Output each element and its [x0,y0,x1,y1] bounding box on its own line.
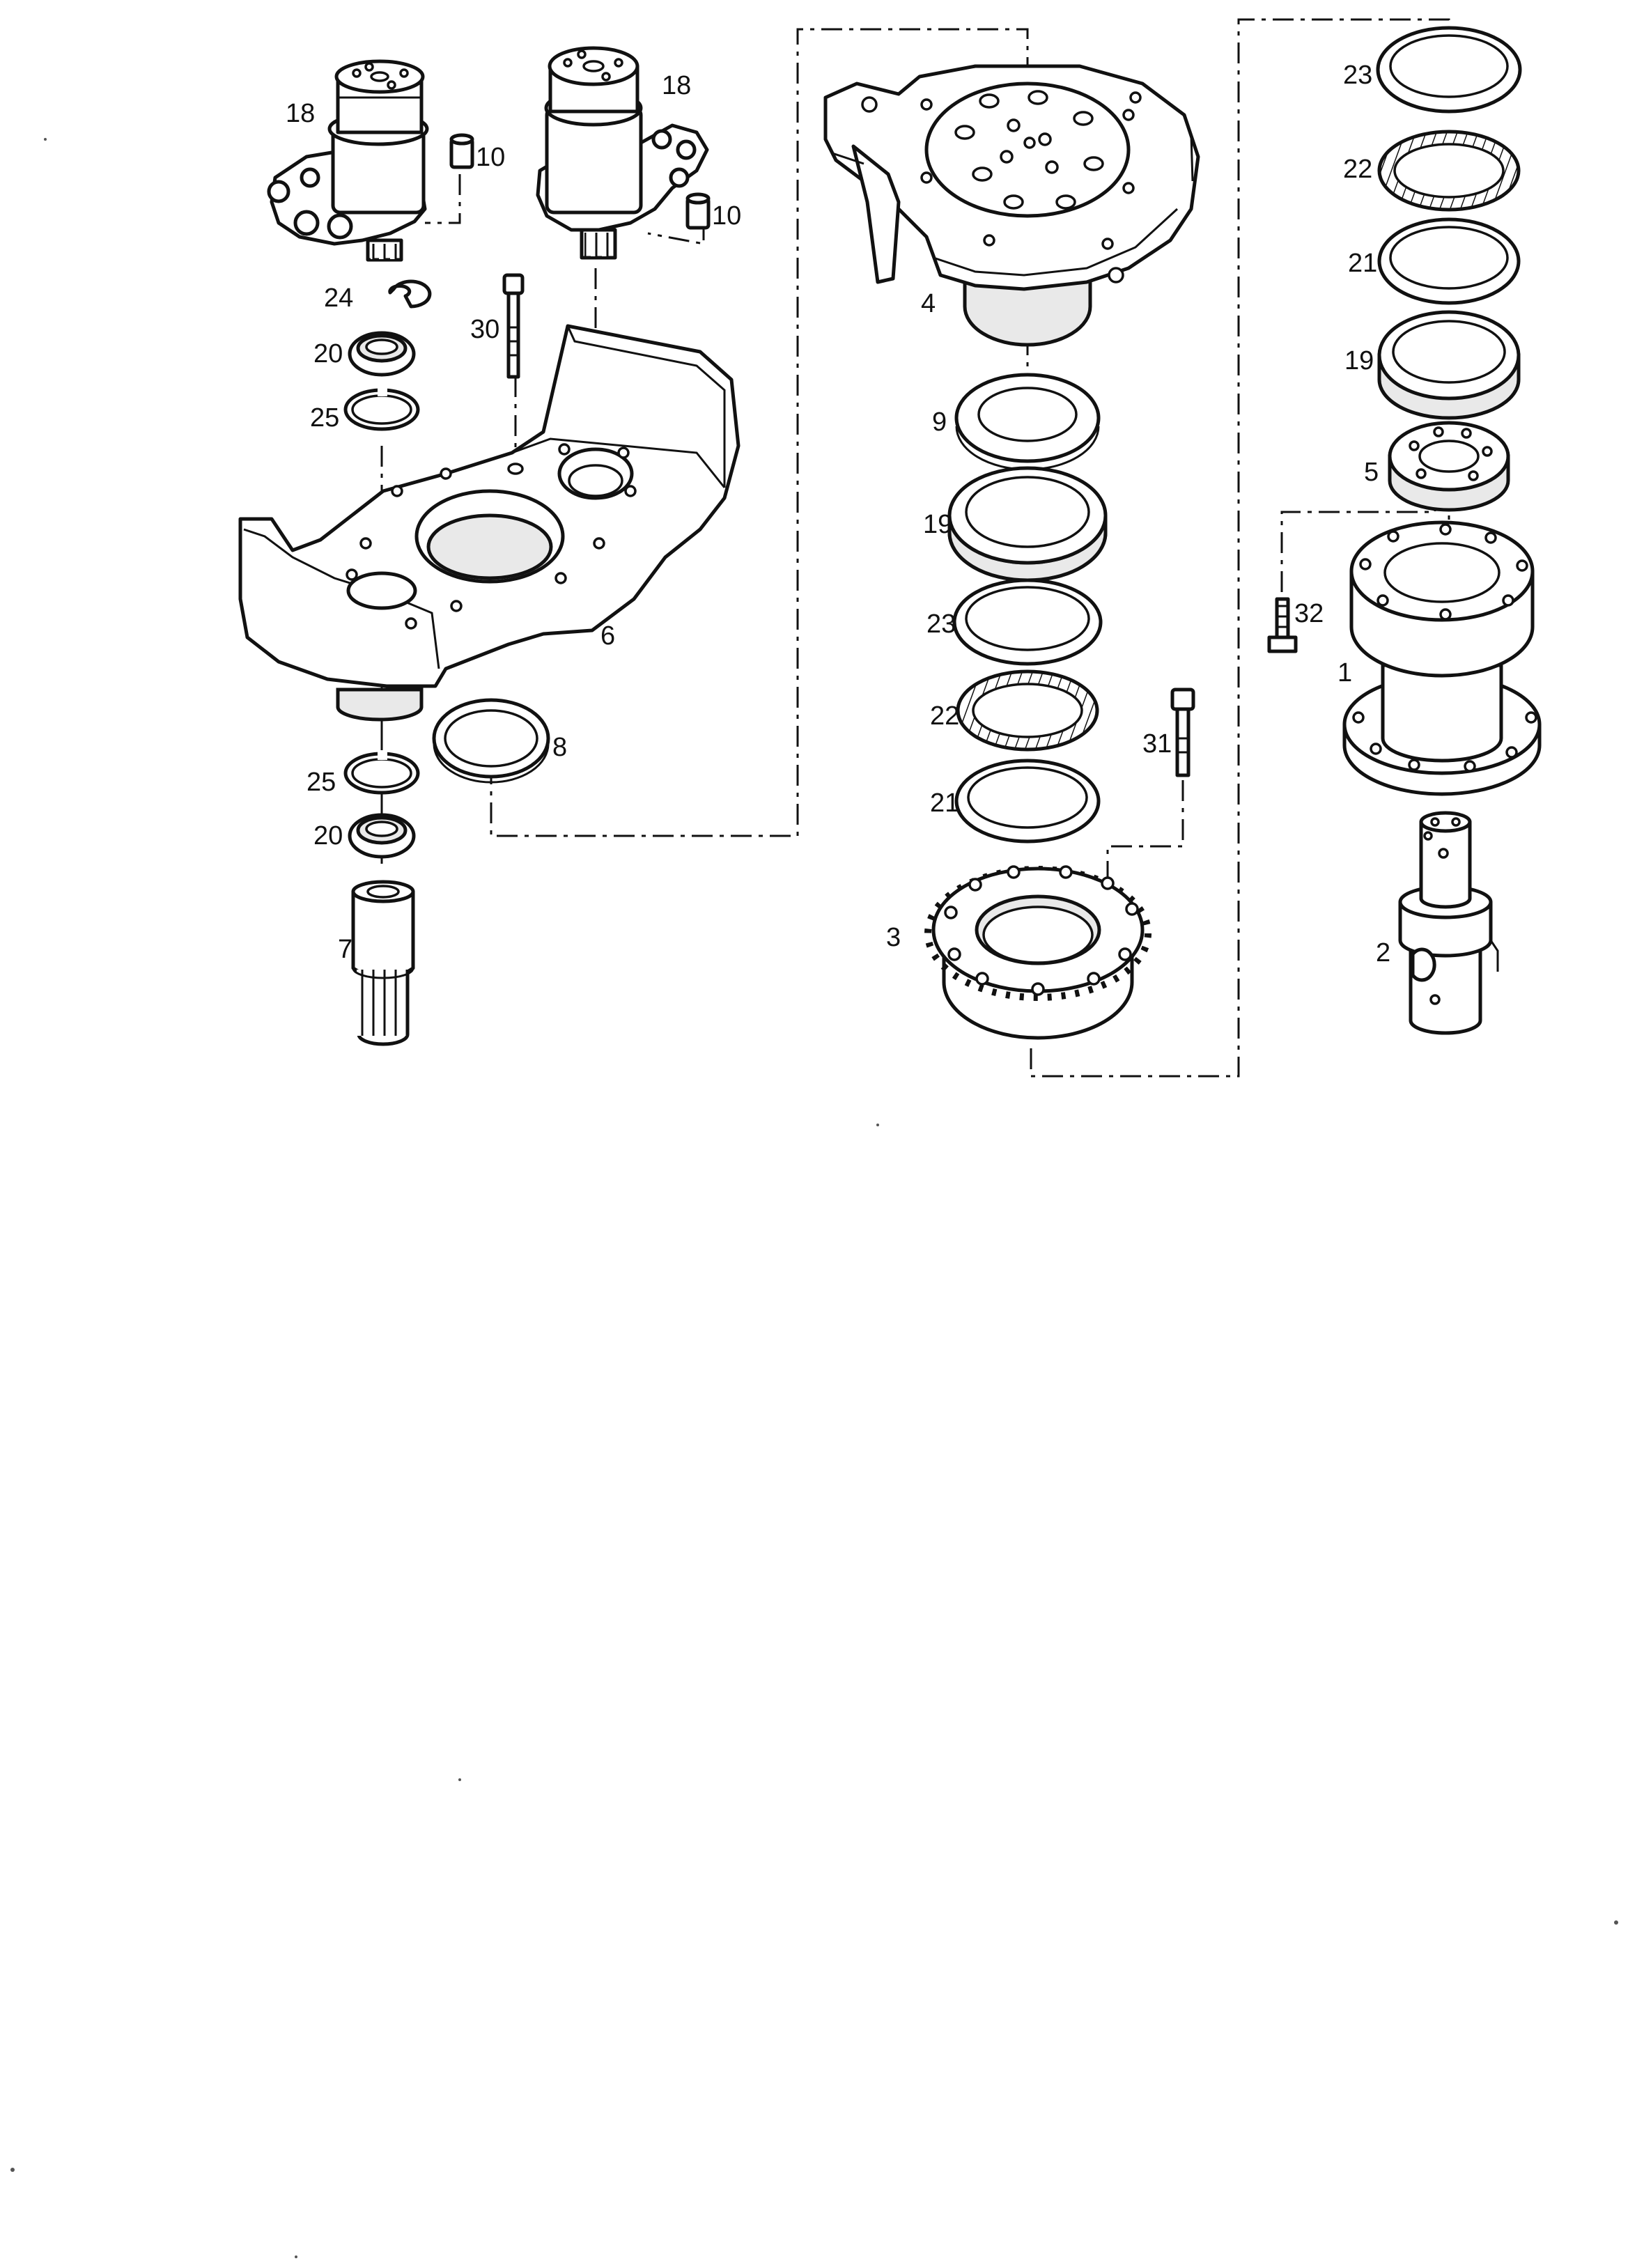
label-21-center: 21 [930,789,959,818]
loop-plate-to-top-housing [490,28,1029,837]
pinion-gear-7 [351,880,415,1046]
label-3: 3 [886,923,901,952]
base-plate-6 [238,324,740,722]
circlip-25-upper [343,387,420,431]
scan-specks [10,138,1618,2258]
thrust-washer-9 [954,373,1101,471]
label-10-right: 10 [712,201,741,231]
bolt-32 [1267,597,1298,653]
label-4: 4 [921,289,936,318]
leader-dash-10-left [425,174,461,224]
plug-10-right [685,192,711,230]
hydraulic-motor-left [267,59,429,262]
bushing-5 [1388,421,1510,512]
label-21-right: 21 [1348,249,1377,278]
label-6: 6 [600,621,615,651]
bearing-20-upper [348,331,416,377]
label-9: 9 [932,407,947,437]
label-20-lower: 20 [313,821,343,850]
label-20-upper: 20 [313,339,343,368]
needle-bearing-22-right [1377,130,1521,212]
thrust-washer-23-center [952,578,1103,666]
bearing-19-center [947,466,1108,582]
screw-31-to-gear [1106,780,1184,878]
thrust-washer-21-right [1377,217,1521,305]
label-31: 31 [1142,729,1172,759]
thrust-washer-23-right [1376,26,1522,114]
bearing-19-right [1377,310,1521,420]
label-23-right: 23 [1343,61,1372,90]
label-10-left: 10 [476,143,505,172]
label-1: 1 [1337,658,1352,688]
label-30: 30 [470,315,499,344]
label-32: 32 [1294,599,1324,628]
cap-screw-31 [1170,688,1195,777]
label-23-center: 23 [926,609,956,639]
label-19-right: 19 [1344,346,1374,375]
label-7: 7 [338,935,352,964]
label-2: 2 [1376,938,1390,968]
label-22-right: 22 [1343,155,1372,184]
seal-ring-8 [432,698,550,784]
thrust-washer-21-center [954,759,1101,844]
slewing-column-1 [1342,520,1542,796]
plug-10-left [449,133,474,169]
snap-ring-24 [388,279,432,309]
hydraulic-motor-right [536,46,709,260]
label-18-right: 18 [662,71,691,100]
label-25-lower: 25 [307,768,336,797]
slewing-shaft-2 [1398,811,1499,1035]
bearing-20-lower [348,813,416,859]
label-19-center: 19 [923,510,952,539]
needle-bearing-22-center [956,669,1099,752]
label-5: 5 [1364,458,1379,487]
cap-screw-30 [502,273,525,379]
slewing-housing-4 [823,64,1200,347]
slewing-ring-gear-3 [924,865,1151,1040]
label-22-center: 22 [930,701,959,731]
circlip-25-lower [343,750,420,795]
label-24: 24 [324,284,353,313]
label-18-left: 18 [286,99,315,128]
label-25-upper: 25 [310,403,339,433]
label-8: 8 [552,733,567,762]
